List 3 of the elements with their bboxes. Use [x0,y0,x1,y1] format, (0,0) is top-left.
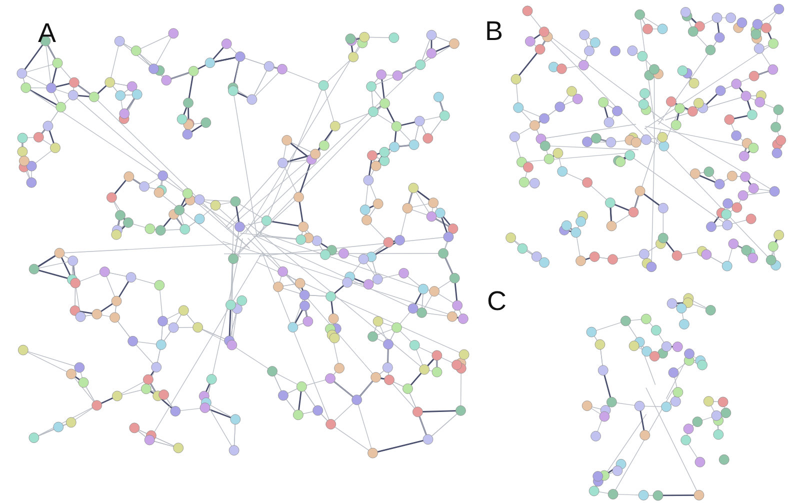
panel-label: B [485,18,504,45]
panel-label: C [487,288,506,315]
panel-label: A [38,20,56,47]
